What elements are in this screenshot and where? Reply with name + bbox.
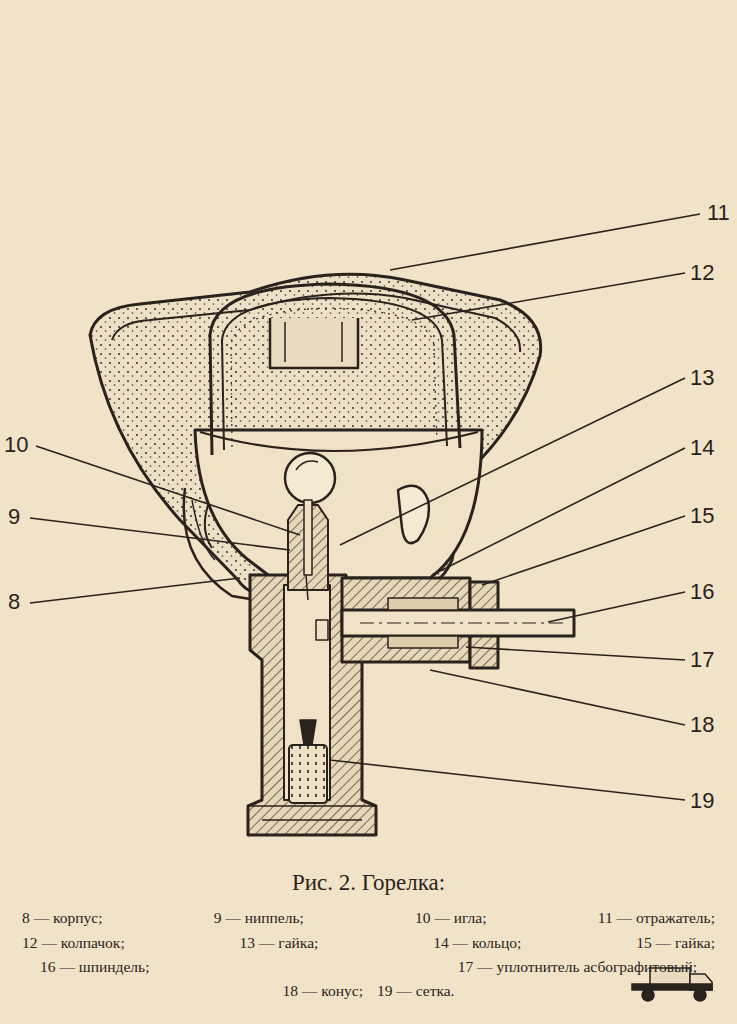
figure-caption: Рис. 2. Горелка: [0, 870, 737, 896]
part-legend: 15 — гайка; [636, 933, 715, 953]
callout-number: 13 [690, 366, 714, 390]
part-legend: 11 — отражатель; [598, 908, 715, 928]
part-legend: 10 — игла; [415, 908, 487, 928]
callout-number: 10 [4, 433, 28, 457]
part-legend: 9 — ниппель; [214, 908, 304, 928]
callout-number: 11 [707, 201, 730, 225]
legend-row: 12 — колпачок; 13 — гайка; 14 — кольцо; 15 … [0, 933, 737, 953]
part-legend: 13 — гайка; [240, 933, 319, 953]
callout-number: 14 [690, 436, 714, 460]
part-legend: 16 — шпиндель; [40, 957, 149, 977]
callout-number: 17 [690, 648, 714, 672]
part-legend: 18 — конус; [282, 981, 362, 1001]
part-legend: 8 — корпус; [22, 908, 102, 928]
callout-number: 8 [8, 590, 20, 614]
part-legend: 17 — уплотнитель асбографитовый; [458, 957, 697, 977]
callout-number: 18 [690, 713, 714, 737]
legend-row: 16 — шпиндель; 17 — уплотнитель асбографи… [0, 957, 737, 977]
legend-row: 18 — конус; 19 — сетка. [0, 981, 737, 1001]
callout-number: 15 [690, 504, 714, 528]
part-legend: 19 — сетка. [377, 981, 455, 1001]
callout-number: 16 [690, 580, 714, 604]
callout-number: 9 [8, 505, 20, 529]
legend-row: 8 — корпус; 9 — ниппель; 10 — игла; 11 — от… [0, 908, 737, 928]
callout-number: 12 [690, 261, 714, 285]
part-legend: 12 — колпачок; [22, 933, 125, 953]
part-legend: 14 — кольцо; [433, 933, 521, 953]
callout-number: 19 [690, 789, 714, 813]
